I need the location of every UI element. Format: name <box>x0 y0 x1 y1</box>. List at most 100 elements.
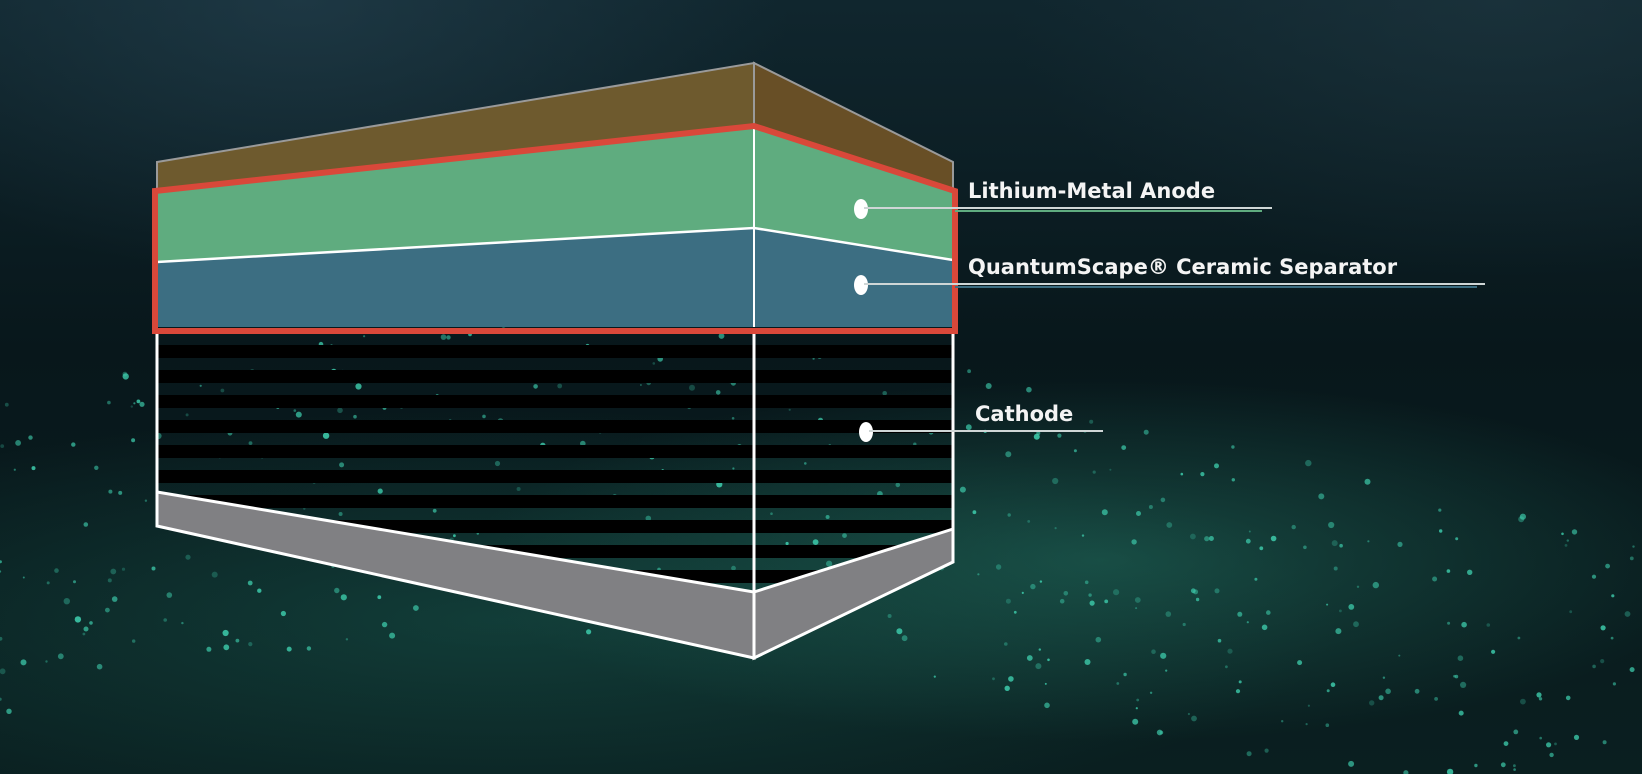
particle <box>54 568 59 573</box>
particle <box>959 486 966 493</box>
particle <box>985 383 992 389</box>
particle <box>20 659 27 666</box>
particle <box>131 438 136 443</box>
label-anode: Lithium-Metal Anode <box>968 179 1215 203</box>
label-separator: QuantumScape® Ceramic Separator <box>968 255 1398 279</box>
particle <box>1602 740 1607 745</box>
cathode-stripe <box>157 370 953 383</box>
particle <box>1364 478 1371 485</box>
particle <box>345 638 349 641</box>
particle <box>13 468 16 471</box>
particle <box>788 408 791 411</box>
particle <box>842 533 847 538</box>
particle <box>334 587 340 594</box>
particle <box>1624 611 1631 617</box>
particle <box>83 522 89 527</box>
particle <box>107 400 111 405</box>
particle <box>82 632 86 636</box>
particle <box>1270 535 1277 542</box>
particle <box>1089 419 1094 424</box>
particle <box>1136 511 1141 516</box>
particle <box>1592 664 1596 669</box>
particle <box>1467 569 1473 575</box>
particle <box>1246 621 1249 624</box>
particle <box>1331 540 1338 547</box>
particle <box>248 441 253 445</box>
particle <box>108 489 113 494</box>
particle <box>322 432 330 439</box>
particle <box>1439 529 1443 533</box>
particle <box>1101 509 1108 516</box>
particle <box>1339 543 1343 548</box>
particle <box>1335 628 1342 635</box>
particle <box>71 442 76 447</box>
particle <box>0 697 2 701</box>
particle <box>1591 574 1597 579</box>
particle <box>303 507 306 510</box>
particle <box>1149 691 1153 694</box>
particle <box>1081 534 1085 537</box>
particle <box>1148 505 1153 509</box>
particle <box>652 362 656 365</box>
particle <box>1266 610 1271 615</box>
particle <box>432 508 437 513</box>
particle <box>1297 660 1303 666</box>
particle <box>1339 609 1342 613</box>
particle <box>1160 652 1167 659</box>
particle <box>1089 600 1095 606</box>
particle <box>895 482 901 488</box>
particle <box>133 402 136 405</box>
particle <box>1121 445 1127 450</box>
particle <box>1520 698 1526 705</box>
particle <box>1013 610 1017 614</box>
particle <box>107 578 112 583</box>
particle <box>1021 591 1024 595</box>
particle <box>1005 598 1011 604</box>
particle <box>22 576 25 579</box>
particle <box>1113 589 1120 596</box>
particle <box>1190 588 1196 594</box>
particle <box>1165 669 1168 672</box>
particle <box>223 644 230 651</box>
particle <box>73 580 76 584</box>
particle <box>972 510 977 515</box>
particle <box>995 564 1002 570</box>
particle <box>1486 623 1491 627</box>
particle <box>1039 580 1043 583</box>
particle <box>110 568 117 575</box>
particle <box>1159 730 1164 735</box>
particle <box>1180 472 1184 476</box>
particle <box>965 424 972 431</box>
particle <box>1600 659 1605 664</box>
particle <box>1629 556 1634 561</box>
particle <box>1460 681 1467 689</box>
particle <box>1160 497 1166 503</box>
particle <box>185 554 191 560</box>
particle <box>1353 621 1359 628</box>
particle <box>1165 611 1172 617</box>
particle <box>1356 585 1360 588</box>
particle <box>45 660 48 663</box>
particle <box>887 614 892 618</box>
particle <box>353 414 357 419</box>
particle <box>732 467 735 470</box>
particle <box>1348 760 1355 767</box>
particle <box>306 646 312 651</box>
particle <box>533 384 538 389</box>
separator-layer-front <box>157 228 754 327</box>
callout-anode: Lithium-Metal Anode <box>854 179 1272 219</box>
particle <box>220 388 225 393</box>
particle <box>1566 539 1570 542</box>
particle <box>977 573 980 576</box>
anode-layer-side <box>754 128 953 260</box>
particle <box>286 646 292 652</box>
particle <box>1217 638 1222 643</box>
particle <box>280 610 286 617</box>
particle <box>1573 734 1580 741</box>
particle <box>355 383 362 390</box>
particle <box>338 512 343 516</box>
label-cathode: Cathode <box>975 402 1073 426</box>
particle <box>1038 648 1042 651</box>
